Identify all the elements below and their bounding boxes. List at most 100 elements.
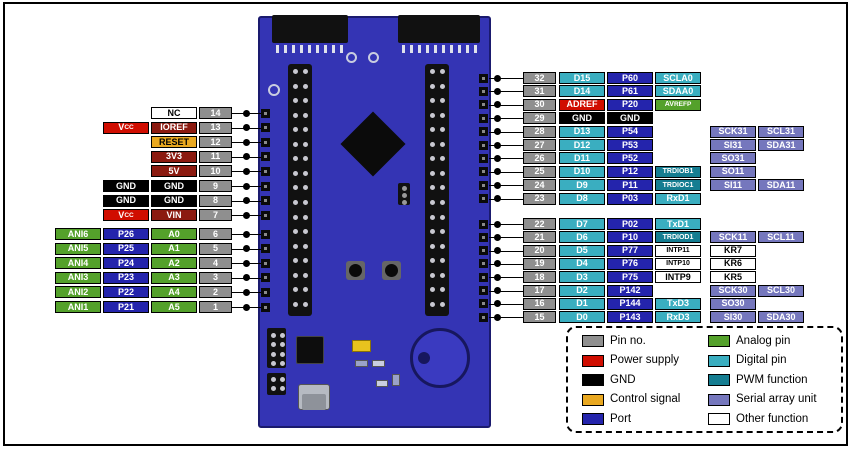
header-hole-icon [440,287,445,293]
header-hole-icon [292,112,298,118]
board-pin-pad [261,196,270,206]
pin-label-p03: P03 [607,192,653,205]
pin-number-21: 21 [523,231,556,244]
pin-label-kr6: KR6 [710,257,756,270]
wire [489,104,523,106]
header-hole-icon [303,243,308,249]
header-hole-icon [303,141,308,147]
board-pin-pad [261,181,270,191]
pin-number-23: 23 [523,192,556,205]
pin-label-d4: D4 [559,257,605,270]
pin-label-d10: D10 [559,165,605,178]
pin-label-p77: P77 [607,244,653,257]
board-pin-pad [261,229,270,239]
push-button-left [346,261,365,280]
pin-label-kr5: KR5 [710,271,756,284]
board-pin-pad [261,302,270,312]
board-pin-pad [479,180,488,190]
pin-number-22: 22 [523,218,556,230]
pin-label-p61: P61 [607,85,653,98]
header-hole-icon [440,214,445,220]
pin-label-d6: D6 [559,231,605,244]
connector-pin-tick [418,45,421,53]
pin-label-p143: P143 [607,311,653,324]
wire-dot-icon [243,153,250,161]
header-hole-icon [292,69,298,74]
board-pin-pad [261,273,270,283]
wire [489,198,523,200]
pin-label-ani1: ANI1 [55,301,101,313]
pin-number-31: 31 [523,85,556,98]
header-hole-icon [279,377,285,382]
mounting-hole-icon [268,84,280,96]
pin-label-si31: SI31 [710,139,756,151]
wire-dot-icon [494,87,501,95]
header-hole-icon [429,287,435,293]
pin-label-p142: P142 [607,284,653,297]
pin-label-rxd1: RxD1 [655,192,701,205]
header-hole-icon [303,258,308,264]
pin-number-3: 3 [199,271,232,284]
wire-dot-icon [243,197,250,205]
wire-dot-icon [494,233,501,241]
pin-number-7: 7 [199,209,232,222]
header-hole-icon [429,243,435,249]
legend-label-other: Other function [736,412,809,425]
header-hole-icon [440,127,445,133]
wire [489,263,523,265]
header-hole-icon [292,185,298,191]
pin-number-9: 9 [199,180,232,192]
pin-label-sda11: SDA11 [758,179,804,192]
legend-label-gnd: GND [610,373,636,386]
pin-number-1: 1 [199,301,232,313]
pin-label-ioref: IOREF [151,121,197,134]
board-pin-pad [479,272,488,282]
legend-swatch-other [708,413,730,425]
header-hole-icon [303,229,308,235]
header-hole-icon [401,193,407,198]
board-pin-pad [261,123,270,133]
board-pin-pad [479,286,488,295]
legend-label-control: Control signal [610,393,681,405]
header-hole-icon [292,156,298,162]
pin-label-p26: P26 [103,228,149,240]
pin-label-p10: P10 [607,231,653,244]
connector-pin-tick [410,45,413,53]
button-cap-icon [349,264,362,277]
board-pin-pad [479,73,488,83]
pin-label-p23: P23 [103,271,149,284]
legend-swatch-digital [708,354,730,367]
smd-component [392,374,400,386]
board-pin-pad [479,153,488,163]
pin-label-d14: D14 [559,85,605,98]
pin-label-reset: RESET [151,136,197,149]
board-pin-pad [261,108,270,118]
pin-label-p11: P11 [607,179,653,192]
wire-dot-icon [243,274,250,282]
pin-label-p22: P22 [103,286,149,299]
header-hole-icon [303,127,308,133]
pin-number-32: 32 [523,72,556,84]
usb-port-opening [302,394,326,410]
pin-label-scl31: SCL31 [758,125,804,138]
wire-dot-icon [243,303,250,311]
wire [489,224,523,225]
header-hole-icon [440,243,445,249]
pin-label-ani5: ANI5 [55,242,101,255]
wire [489,78,523,79]
pin-label-a3: A3 [151,271,197,284]
pin-label-a0: A0 [151,228,197,240]
pin-number-26: 26 [523,152,556,165]
header-hole-icon [292,214,298,220]
pin-label-so30: SO30 [710,297,756,310]
pin-label-p12: P12 [607,165,653,178]
legend-label-digital: Digital pin [736,354,787,366]
pin-label-gnd: GND [151,180,197,192]
pin-number-29: 29 [523,112,556,125]
board-pin-pad [479,140,488,150]
header-hole-icon [292,301,298,307]
wire [489,317,523,319]
header-hole-icon [440,258,445,264]
